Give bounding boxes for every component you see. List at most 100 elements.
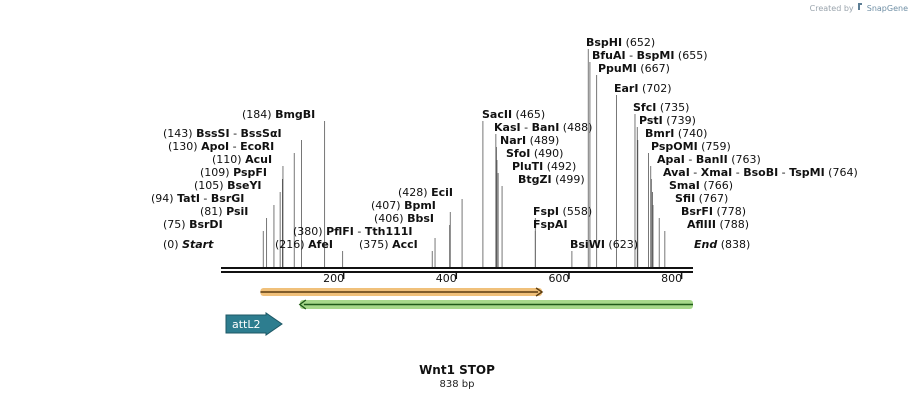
end-name: End bbox=[694, 238, 717, 251]
site-name: BspMI bbox=[637, 49, 675, 62]
site-name: AfeI bbox=[308, 238, 333, 251]
site-name: BtgZI bbox=[518, 173, 552, 186]
site-name: PflFI bbox=[326, 225, 354, 238]
site-label-sfci: SfcI (735) bbox=[633, 101, 689, 114]
feature-orange-arrowhead bbox=[535, 287, 544, 297]
site-label-afei: (216) AfeI bbox=[275, 238, 333, 251]
site-name: BssSαI bbox=[241, 127, 282, 140]
site-smai: SmaI (766) bbox=[669, 179, 733, 192]
site-bsrdi: (75) BsrDI bbox=[163, 218, 223, 231]
site-sfoi: SfoI (490) bbox=[506, 147, 563, 160]
map-title: Wnt1 STOP bbox=[419, 363, 495, 377]
site-acui: (110) AcuI bbox=[212, 153, 272, 166]
site-bsrfi: BsrFI (778) bbox=[681, 205, 746, 218]
site-label-ecii: (428) EciI bbox=[398, 186, 453, 199]
site-nari: NarI (489) bbox=[500, 134, 559, 147]
site-label-bfuai: BfuAI - BspMI (655) bbox=[592, 49, 708, 62]
end-pos: (838) bbox=[717, 238, 750, 251]
site-pos: (375) bbox=[359, 238, 392, 251]
site-pos: (499) bbox=[552, 173, 585, 186]
site-name: BmrI bbox=[645, 127, 674, 140]
snapgene-credit: Created by SnapGene bbox=[810, 2, 908, 13]
site-label-tati: (94) TatI - BsrGI bbox=[151, 192, 244, 205]
site-label-bmgbi: (184) BmgBI bbox=[242, 108, 315, 121]
site-name: SfiI bbox=[675, 192, 695, 205]
site-afei: (216) AfeI bbox=[275, 238, 333, 251]
site-bseyi: (105) BseYI bbox=[194, 179, 262, 192]
site-label-bsiwi: BsiWI (623) bbox=[570, 238, 638, 251]
site-name: PspOMI bbox=[651, 140, 698, 153]
site-pos: (75) bbox=[163, 218, 189, 231]
site-label-apai: ApaI - BanII (763) bbox=[657, 153, 761, 166]
site-dash: - bbox=[685, 153, 696, 166]
site-name: SfcI bbox=[633, 101, 656, 114]
site-btgzi: BtgZI (499) bbox=[518, 173, 585, 186]
site-dash: - bbox=[200, 192, 211, 205]
site-pos: (763) bbox=[728, 153, 761, 166]
site-label-kasi: KasI - BanI (488) bbox=[494, 121, 592, 134]
site-name: SfoI bbox=[506, 147, 530, 160]
site-pos: (94) bbox=[151, 192, 177, 205]
credit-brand: SnapGene bbox=[866, 4, 908, 13]
site-label-acci: (375) AccI bbox=[359, 238, 418, 251]
site-name: ApoI bbox=[201, 140, 229, 153]
site-label-psii: (81) PsiI bbox=[200, 205, 248, 218]
site-label-bpmi: (407) BpmI bbox=[371, 199, 436, 212]
site-bfuai: BfuAI - BspMI (655) bbox=[592, 49, 708, 62]
site-label-acui: (110) AcuI bbox=[212, 153, 272, 166]
site-label-pflfi: (380) PflFI - Tth111I bbox=[293, 225, 413, 238]
site-pos: (407) bbox=[371, 199, 404, 212]
site-name: BsiWI bbox=[570, 238, 605, 251]
site-pos: (667) bbox=[637, 62, 670, 75]
tick-label-800: 800 bbox=[661, 272, 682, 285]
site-pos: (558) bbox=[559, 205, 592, 218]
site-label-bmri: BmrI (740) bbox=[645, 127, 707, 140]
site-apai: ApaI - BanII (763) bbox=[657, 153, 761, 166]
site-pluti: PluTI (492) bbox=[512, 160, 576, 173]
site-name: FspAI bbox=[533, 218, 568, 231]
site-dash: - bbox=[354, 225, 365, 238]
site-pos: (489) bbox=[526, 134, 559, 147]
site-pos: (764) bbox=[825, 166, 858, 179]
site-label-apoi: (130) ApoI - EcoRI bbox=[168, 140, 274, 153]
feature-attl2-label: attL2 bbox=[232, 318, 261, 331]
start-label: (0) Start bbox=[163, 238, 214, 251]
site-name: PstI bbox=[639, 114, 663, 127]
site-name: KasI bbox=[494, 121, 521, 134]
sequence-backbone bbox=[221, 267, 693, 273]
site-pos: (735) bbox=[656, 101, 689, 114]
site-name: BpmI bbox=[404, 199, 436, 212]
site-name: ApaI bbox=[657, 153, 685, 166]
site-ppumi: PpuMI (667) bbox=[598, 62, 670, 75]
site-pos: (216) bbox=[275, 238, 308, 251]
site-sfci: SfcI (735) bbox=[633, 101, 689, 114]
site-name: BsrFI bbox=[681, 205, 713, 218]
site-name: BsoBI bbox=[743, 166, 778, 179]
site-dash: - bbox=[690, 166, 701, 179]
site-label-bsrfi: BsrFI (778) bbox=[681, 205, 746, 218]
site-dash: - bbox=[732, 166, 743, 179]
site-pos: (428) bbox=[398, 186, 431, 199]
site-ecii: (428) EciI bbox=[398, 186, 453, 199]
site-name: PspFI bbox=[233, 166, 267, 179]
site-pos: (105) bbox=[194, 179, 227, 192]
site-label-btgzi: BtgZI (499) bbox=[518, 173, 585, 186]
site-name: EcoRI bbox=[240, 140, 274, 153]
site-pos: (488) bbox=[559, 121, 592, 134]
site-pos: (465) bbox=[512, 108, 545, 121]
site-label-bsrdi: (75) BsrDI bbox=[163, 218, 223, 231]
site-avai: AvaI - XmaI - BsoBI - TspMI (764) bbox=[663, 166, 858, 179]
credit-prefix: Created by bbox=[809, 4, 854, 13]
site-pos: (380) bbox=[293, 225, 326, 238]
site-pos: (184) bbox=[242, 108, 275, 121]
site-bsiwi: BsiWI (623) bbox=[570, 238, 638, 251]
features-layer: attL2 bbox=[225, 287, 693, 336]
site-pos: (740) bbox=[674, 127, 707, 140]
site-name: AflIII bbox=[687, 218, 716, 231]
site-label-psti: PstI (739) bbox=[639, 114, 696, 127]
site-label-eari: EarI (702) bbox=[614, 82, 672, 95]
site-dash: - bbox=[229, 140, 240, 153]
site-pos: (110) bbox=[212, 153, 245, 166]
snapgene-logo-icon bbox=[856, 3, 867, 13]
